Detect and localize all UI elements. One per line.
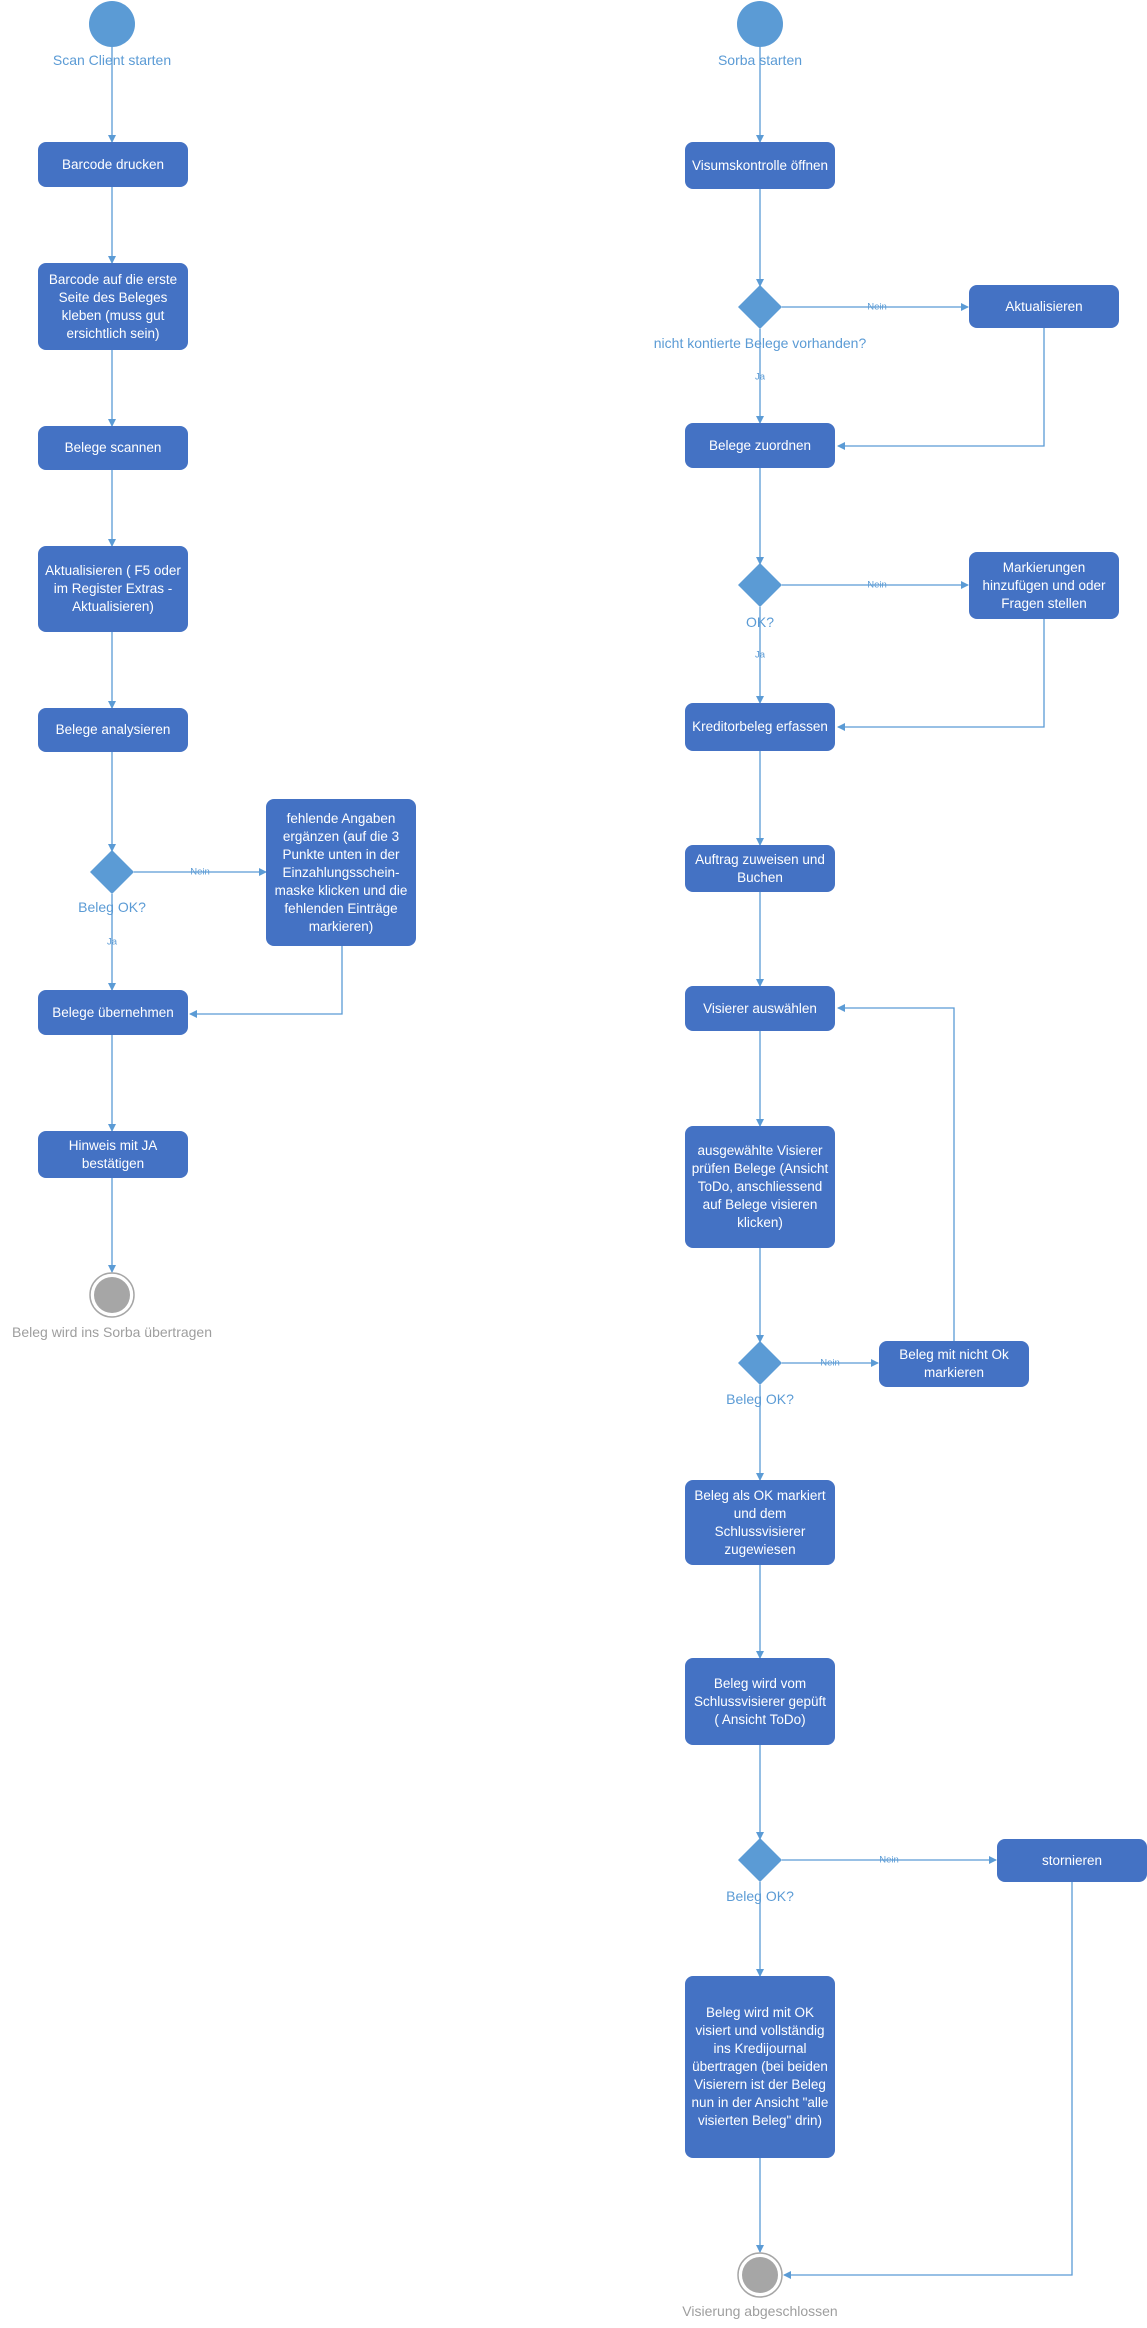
node-aktualisieren-right: Aktualisieren [969, 285, 1119, 328]
right-end-node [742, 2257, 778, 2293]
right-edge1-nein: Nein [867, 301, 887, 313]
node-belege-zuordnen: Belege zuordnen [685, 423, 835, 468]
right-decision4-diamond [738, 1838, 782, 1882]
left-decision-label: Beleg OK? [78, 899, 146, 915]
node-belege-analysieren: Belege analysieren [38, 708, 188, 752]
right-connectors [756, 47, 1073, 2279]
right-decision2-diamond [738, 563, 782, 607]
left-edge-ja: Ja [106, 936, 118, 948]
right-decision1-label: nicht kontierte Belege vorhanden? [653, 335, 867, 351]
node-aktualisieren-left: Aktualisieren ( F5 oder im Register Extr… [38, 546, 188, 632]
right-start-node [737, 1, 783, 47]
right-edge3-nein: Nein [820, 1357, 840, 1369]
left-decision-diamond [90, 850, 134, 894]
right-edge4-nein: Nein [879, 1854, 899, 1866]
node-schlussvisierer: Beleg wird vom Schlussvisierer gepüft ( … [685, 1658, 835, 1745]
right-decision2-label: OK? [745, 614, 775, 630]
node-visumskontrolle: Visumskontrolle öffnen [685, 142, 835, 189]
node-barcode-drucken: Barcode drucken [38, 142, 188, 187]
right-decision3-diamond [738, 1341, 782, 1385]
left-start-node [89, 1, 135, 47]
node-markierungen: Markierungen hinzufügen und oder Fragen … [969, 552, 1119, 619]
node-visiert: Beleg wird mit OK visiert und vollständi… [685, 1976, 835, 2158]
right-edge1-ja: Ja [754, 371, 766, 383]
left-edge-nein: Nein [190, 866, 210, 878]
node-visierer-auswaehlen: Visierer auswählen [685, 986, 835, 1031]
right-end-label: Visierung abgeschlossen [682, 2303, 838, 2319]
node-visierer-pruefen: ausgewählte Visierer prüfen Belege (Ansi… [685, 1126, 835, 1248]
left-end-label: Beleg wird ins Sorba übertragen [11, 1324, 213, 1340]
right-start-label: Sorba starten [717, 52, 803, 68]
node-ok-markiert: Beleg als OK markiert und dem Schlussvis… [685, 1480, 835, 1565]
node-nicht-ok: Beleg mit nicht Ok markieren [879, 1341, 1029, 1387]
node-hinweis: Hinweis mit JA bestätigen [38, 1131, 188, 1178]
right-decision1-diamond [738, 285, 782, 329]
node-barcode-kleben: Barcode auf die erste Seite des Beleges … [38, 263, 188, 350]
left-connectors [108, 47, 343, 1273]
node-stornieren: stornieren [997, 1839, 1147, 1882]
node-kreditorbeleg: Kreditorbeleg erfassen [685, 703, 835, 751]
right-edge2-nein: Nein [867, 579, 887, 591]
node-fehlende-angaben: fehlende Angaben ergänzen (auf die 3 Pun… [266, 799, 416, 946]
right-decision3-label: Beleg OK? [726, 1391, 794, 1407]
left-end-node [94, 1277, 130, 1313]
node-belege-scannen: Belege scannen [38, 426, 188, 470]
node-belege-uebernehmen: Belege übernehmen [38, 990, 188, 1035]
right-edge2-ja: Ja [754, 649, 766, 661]
node-auftrag: Auftrag zuweisen und Buchen [685, 845, 835, 892]
right-decision4-label: Beleg OK? [726, 1888, 794, 1904]
left-start-label: Scan Client starten [52, 52, 172, 68]
